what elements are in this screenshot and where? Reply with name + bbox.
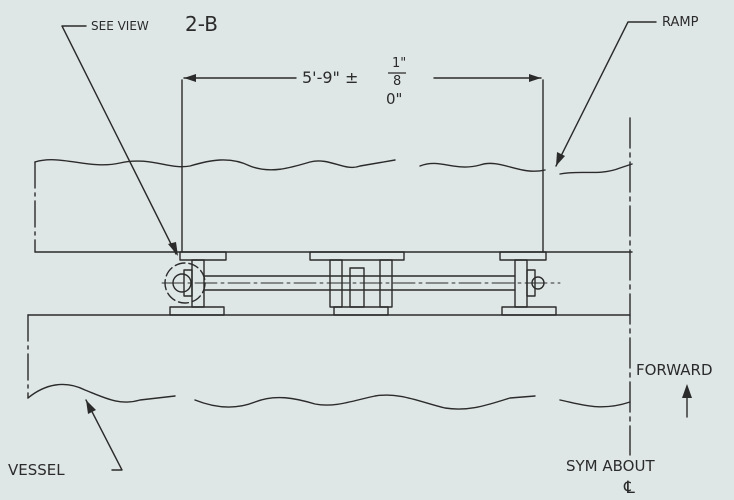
lower-flange-right (501, 306, 557, 316)
bolt-head-left (172, 273, 192, 293)
pin-end-right (526, 269, 536, 297)
vessel-leader-line (85, 399, 123, 471)
detail-callout-circle (164, 262, 206, 304)
dimension-value: 5'-9" ± (302, 68, 358, 87)
tolerance-plus: 1" (392, 56, 406, 71)
web-center-b (349, 267, 365, 308)
see-view-leader-arrowhead (168, 242, 178, 256)
web-center-c (379, 259, 393, 308)
centerline-symbol: ℄ (623, 478, 635, 495)
upper-flange-center (309, 251, 405, 261)
vessel-leader-arrowhead (86, 400, 96, 414)
sym-about-label: SYM ABOUT (566, 457, 655, 475)
ramp-leader-arrowhead (556, 152, 565, 166)
web-center-a (329, 259, 343, 308)
ramp-top-break-line (34, 159, 633, 175)
ramp-leader-line (555, 21, 657, 167)
see-view-reference: 2-B (185, 12, 218, 36)
ramp-label: RAMP (662, 15, 699, 30)
bolt-head-right (531, 276, 545, 290)
vessel-label: VESSEL (8, 461, 65, 479)
forward-arrowhead (682, 384, 692, 398)
see-view-label: SEE VIEW (91, 19, 149, 33)
hinge-assembly (161, 251, 561, 316)
tolerance-minus: 0" (386, 90, 402, 108)
see-view-leader-line (61, 25, 177, 255)
pin-end-left (183, 269, 193, 297)
forward-label: FORWARD (636, 361, 713, 379)
dimension-arrow-right (529, 74, 541, 82)
dimension-arrow-left (184, 74, 196, 82)
vessel-bottom-break-line (27, 383, 631, 410)
tolerance-denominator: 8 (393, 74, 401, 89)
